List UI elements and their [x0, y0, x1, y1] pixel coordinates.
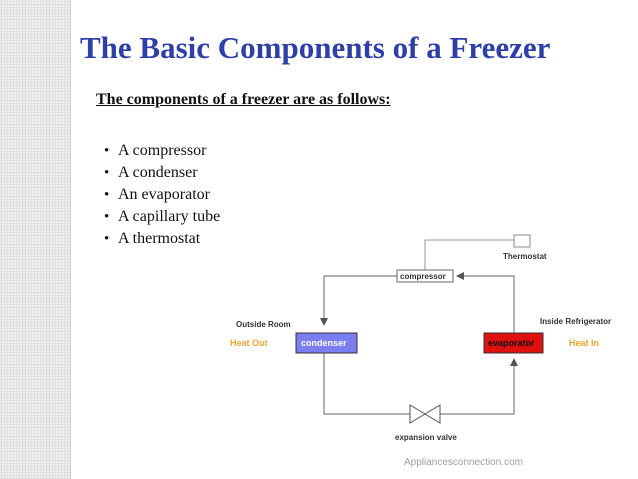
bullet-icon: •	[104, 209, 110, 225]
list-item-text: A compressor	[118, 142, 207, 159]
thermostat-icon	[513, 234, 531, 248]
pipe-compressor-to-condenser	[320, 275, 397, 326]
bullet-icon: •	[104, 165, 110, 181]
evaporator-box	[483, 332, 544, 354]
condenser-label: condenser	[301, 338, 347, 348]
heat-in-label: Heat In	[569, 338, 599, 348]
outside-room-label: Outside Room	[236, 320, 291, 329]
evaporator-label: evaporator	[488, 338, 535, 348]
pipe-evaporator-to-compressor	[456, 272, 515, 333]
bullet-icon: •	[104, 231, 110, 247]
thermostat-wire	[424, 239, 514, 270]
list-item: • An evaporator	[104, 184, 220, 206]
bullet-icon: •	[104, 143, 110, 159]
list-item: • A compressor	[104, 140, 220, 162]
slide-title: The Basic Components of a Freezer	[80, 30, 551, 65]
decorative-side-strip	[0, 0, 70, 479]
inside-refrigerator-label: Inside Refrigerator	[540, 317, 611, 326]
list-item-text: A capillary tube	[118, 208, 221, 225]
source-credit: Appliancesconnection.com	[404, 457, 523, 468]
condenser-box	[295, 332, 358, 354]
pipe-valve-to-evaporator	[440, 358, 518, 415]
list-item: • A condenser	[104, 162, 220, 184]
list-item-text: A condenser	[118, 164, 198, 181]
list-item: • A capillary tube	[104, 206, 220, 228]
expansion-valve-icon	[409, 404, 441, 424]
side-divider	[70, 0, 71, 479]
list-item-text: An evaporator	[118, 186, 210, 203]
pipe-condenser-to-valve	[323, 353, 410, 415]
compressor-label: compressor	[400, 272, 446, 281]
list-item-text: A thermostat	[118, 230, 201, 247]
thermostat-label: Thermostat	[503, 252, 547, 261]
slide-subtitle: The components of a freezer are as follo…	[96, 91, 391, 108]
component-list: • A compressor • A condenser • An evaporato…	[104, 140, 220, 250]
heat-out-label: Heat Out	[230, 338, 268, 348]
expansion-valve-label: expansion valve	[395, 433, 457, 442]
list-item: • A thermostat	[104, 228, 220, 250]
bullet-icon: •	[104, 187, 110, 203]
